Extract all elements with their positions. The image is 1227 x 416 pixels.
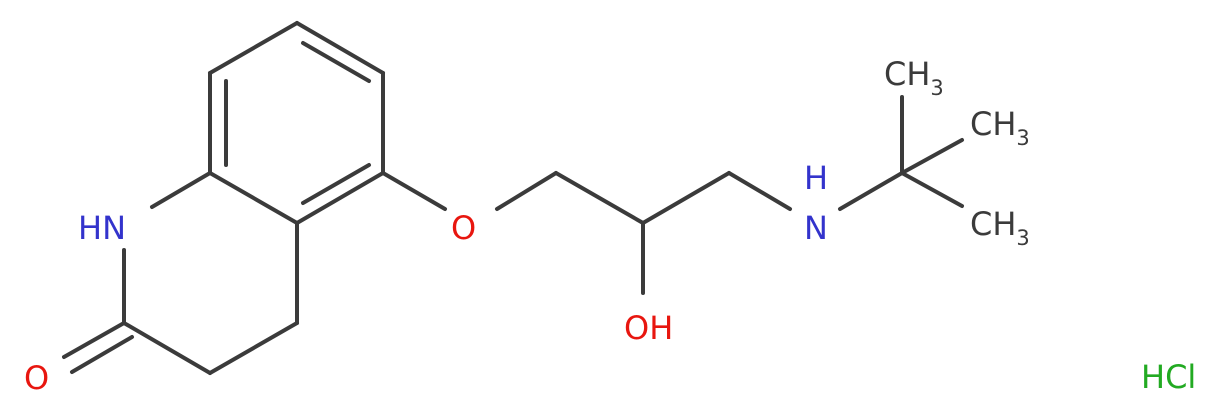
bond-n-cq [838, 171, 904, 211]
bond-c2-c3 [122, 321, 212, 375]
bond-c5-o [381, 171, 447, 211]
methyl-bottom-c: CH [970, 205, 1016, 243]
methyl-middle-sub: 3 [1016, 126, 1029, 150]
methyl-top-sub: 3 [930, 76, 943, 100]
atom-ether-oxygen: O [451, 209, 476, 247]
methyl-middle-c: CH [970, 105, 1016, 143]
methyl-bottom-sub: 3 [1016, 226, 1029, 250]
bond-carbonyl-b [70, 335, 134, 374]
methyl-bottom-label: CH3 [970, 205, 1030, 250]
atom-carbonyl-oxygen: O [24, 359, 49, 397]
bond-ch2-choh [554, 171, 645, 225]
bond-choh-ch2 [641, 171, 731, 225]
bonds [62, 21, 964, 375]
bond-c8a-n [150, 171, 212, 209]
atom-nh: HN [78, 209, 126, 247]
bond-cq-me3 [900, 171, 964, 208]
atom-amine-n: N [804, 209, 828, 247]
bond-ring-4-double [301, 163, 371, 205]
bond-ch2-n [727, 171, 792, 211]
bond-o-ch2 [495, 171, 558, 211]
bond-ring-5 [208, 171, 299, 225]
bond-carbonyl-a [62, 321, 126, 359]
methyl-middle-label: CH3 [970, 105, 1030, 150]
bond-ring-1 [208, 21, 299, 75]
atom-hydroxyl: OH [624, 309, 673, 347]
methyl-top-c: CH [884, 55, 930, 93]
bond-ring-2-double [301, 41, 371, 83]
bond-c3-c4 [208, 321, 299, 375]
bond-cq-me2 [900, 138, 964, 175]
bond-ring-4 [295, 171, 385, 225]
salt-hcl: HCl [1141, 358, 1196, 396]
bond-ring-2 [295, 21, 385, 75]
atom-amine-h: H [804, 159, 828, 197]
methyl-top-label: CH3 [884, 55, 944, 100]
